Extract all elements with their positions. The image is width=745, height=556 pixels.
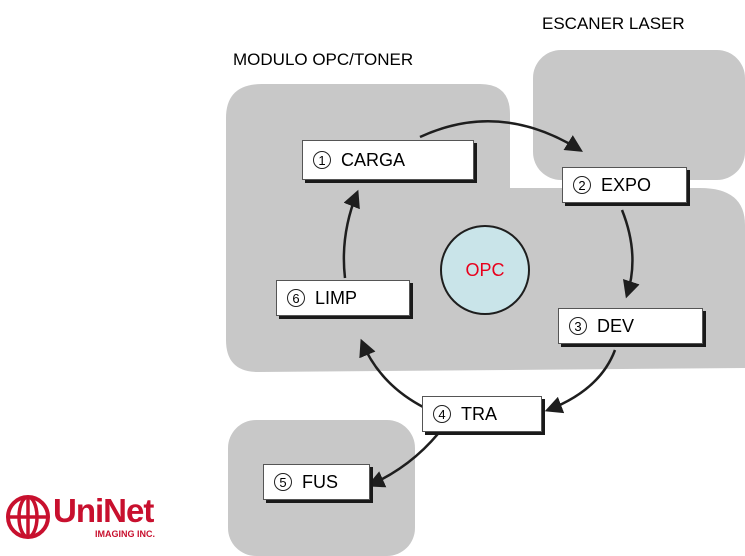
opc-toner-module-label: MODULO OPC/TONER bbox=[233, 50, 414, 69]
step-carga: 1 CARGA bbox=[302, 140, 474, 180]
arrow-expo-to-dev bbox=[620, 209, 640, 299]
logo-brand: UniNet bbox=[53, 492, 154, 529]
step-limp: 6 LIMP bbox=[276, 280, 410, 316]
arrow-dev-to-tra bbox=[544, 349, 617, 414]
step-number: 5 bbox=[274, 473, 292, 491]
step-number: 3 bbox=[569, 317, 587, 335]
uninet-logo: UniNet IMAGING INC. bbox=[5, 488, 175, 548]
arrow-tra-to-limp bbox=[359, 338, 426, 410]
logo-subtitle: IMAGING INC. bbox=[95, 529, 155, 539]
step-label: DEV bbox=[597, 315, 635, 336]
step-fus: 5 FUS bbox=[263, 464, 370, 500]
step-number: 6 bbox=[287, 289, 305, 307]
step-label: EXPO bbox=[601, 174, 652, 195]
globe-icon bbox=[6, 495, 50, 539]
step-label: CARGA bbox=[341, 149, 406, 170]
arrow-carga-to-expo bbox=[419, 120, 583, 152]
step-number: 1 bbox=[313, 151, 331, 169]
step-dev: 3 DEV bbox=[558, 308, 703, 344]
step-expo: 2 EXPO bbox=[562, 167, 687, 203]
opc-drum-label: OPC bbox=[465, 259, 505, 280]
step-number: 4 bbox=[433, 405, 451, 423]
opc-drum: OPC bbox=[440, 225, 530, 315]
step-label: LIMP bbox=[315, 287, 358, 308]
step-tra: 4 TRA bbox=[422, 396, 542, 432]
step-number: 2 bbox=[573, 176, 591, 194]
arrow-limp-to-carga bbox=[342, 189, 360, 279]
laser-scanner-label: ESCANER LASER bbox=[542, 14, 685, 33]
arrow-tra-to-fus bbox=[366, 424, 446, 488]
step-label: TRA bbox=[461, 403, 497, 424]
laser-scanner-region bbox=[533, 50, 745, 180]
step-label: FUS bbox=[302, 471, 338, 492]
